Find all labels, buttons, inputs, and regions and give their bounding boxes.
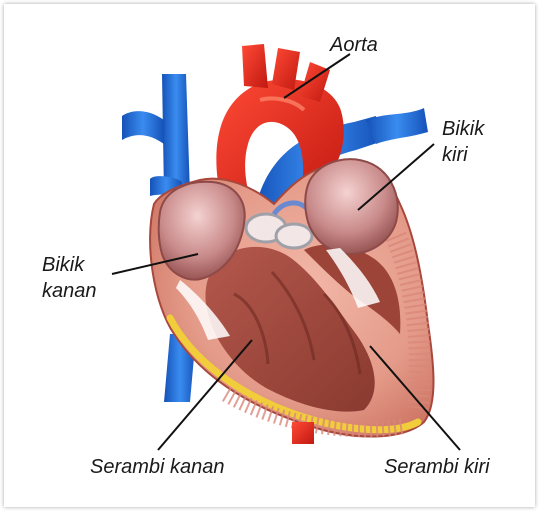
label-bikik-kanan: Bikik kanan — [42, 254, 97, 302]
label-bikik-kanan-line2: kanan — [42, 280, 97, 302]
label-aorta: Aorta — [330, 34, 378, 56]
label-bikik-kanan-line1: Bikik — [42, 254, 97, 276]
label-bikik-kiri-line2: kiri — [442, 144, 484, 166]
label-bikik-kiri-line1: Bikik — [442, 118, 484, 140]
diagram-frame: Aorta Bikik kiri Bikik kanan Serambi kan… — [4, 4, 535, 507]
label-serambi-kiri: Serambi kiri — [384, 456, 490, 478]
label-bikik-kiri: Bikik kiri — [442, 118, 484, 166]
label-serambi-kanan: Serambi kanan — [90, 456, 225, 478]
